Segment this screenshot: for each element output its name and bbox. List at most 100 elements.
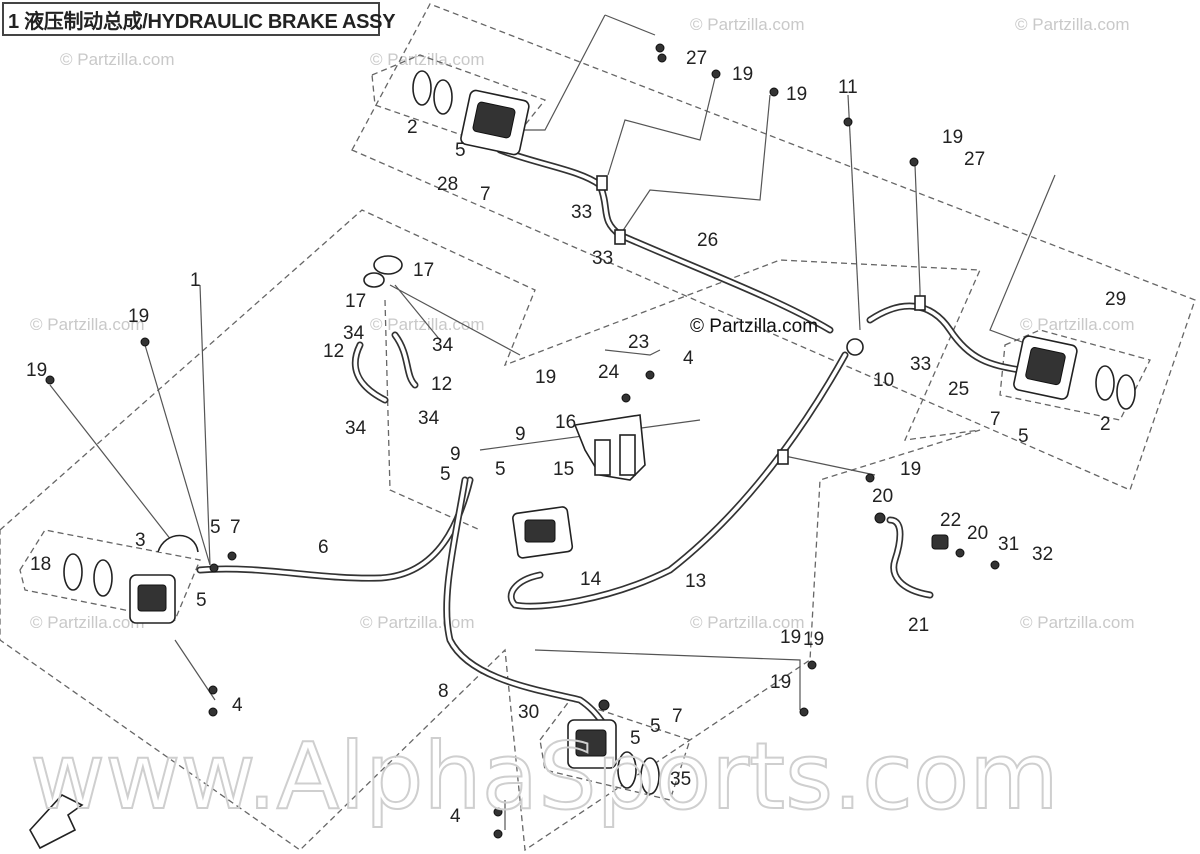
direction-arrow: [29, 794, 84, 850]
partzilla-watermarks: © Partzilla.com © Partzilla.com © Partzi…: [30, 15, 1135, 632]
callout-12: 12: [323, 341, 344, 362]
callout-19: 19: [732, 64, 753, 85]
callout-5: 5: [210, 517, 221, 538]
callout-28: 28: [437, 174, 458, 195]
callout-34: 34: [343, 323, 365, 344]
front-left-caliper-boundary: [371, 54, 547, 151]
alphasports-watermark: www.AlphaSports.com: [30, 723, 1059, 830]
callout-6: 6: [318, 537, 329, 558]
callout-34: 34: [432, 335, 454, 356]
callout-29: 29: [1105, 289, 1126, 310]
callout-27: 27: [964, 149, 985, 170]
callout-19: 19: [786, 84, 807, 105]
callout-5: 5: [196, 590, 207, 611]
callout-3: 3: [135, 530, 146, 551]
callout-2: 2: [1100, 414, 1111, 435]
callout-16: 16: [555, 412, 576, 433]
callout-30: 30: [518, 702, 539, 723]
callout-33: 33: [910, 354, 931, 375]
callout-17: 17: [345, 291, 366, 312]
assembly-boundaries: [0, 3, 1196, 852]
callout-9: 9: [450, 444, 461, 465]
callout-5: 5: [455, 140, 466, 161]
callout-7: 7: [230, 517, 241, 538]
callout-25: 25: [948, 379, 969, 400]
callout-19: 19: [780, 627, 801, 648]
callout-5: 5: [630, 728, 641, 749]
callout-18: 18: [30, 554, 51, 575]
callout-24: 24: [598, 362, 620, 383]
callout-10: 10: [873, 370, 894, 391]
callout-12: 12: [431, 374, 452, 395]
callout-19: 19: [535, 367, 556, 388]
master-cylinder: [512, 506, 574, 559]
watermark-text: © Partzilla.com: [690, 15, 805, 34]
callout-35: 35: [670, 769, 691, 790]
callout-7: 7: [672, 706, 683, 727]
rear-right-caliper-boundary: [539, 699, 691, 801]
watermark-text: © Partzilla.com: [1020, 613, 1135, 632]
callout-7: 7: [990, 409, 1001, 430]
partzilla-center-watermark: © Partzilla.com: [690, 316, 818, 337]
callout-34: 34: [345, 418, 367, 439]
callout-19: 19: [942, 127, 963, 148]
rear-left-caliper: [63, 534, 199, 624]
brake-pedal: [886, 516, 949, 599]
callout-4: 4: [232, 695, 243, 716]
callout-5: 5: [1018, 426, 1029, 447]
reservoir-boundary: [384, 299, 481, 531]
callout-27: 27: [686, 48, 707, 69]
front-brake-boundary: [351, 3, 1196, 491]
callout-17: 17: [413, 260, 434, 281]
callout-14: 14: [580, 569, 602, 590]
callout-5: 5: [650, 716, 661, 737]
main-brake-boundary: [0, 209, 981, 852]
front-right-caliper: [1013, 335, 1136, 410]
callout-19: 19: [26, 360, 47, 381]
diagram-title: 1 液压制动总成/HYDRAULIC BRAKE ASSY: [2, 2, 396, 36]
callout-8: 8: [438, 681, 449, 702]
callout-11: 11: [838, 77, 858, 98]
callout-20: 20: [967, 523, 988, 544]
callout-23: 23: [628, 332, 649, 353]
callout-13: 13: [685, 571, 706, 592]
front-left-caliper: [412, 70, 530, 156]
callout-21: 21: [908, 615, 929, 636]
fluid-reservoir: [363, 255, 403, 288]
brake-line-clips: [596, 175, 926, 465]
hose-13: [507, 351, 849, 610]
watermark-text: © Partzilla.com: [30, 315, 145, 334]
mounting-bracket: [573, 414, 646, 481]
callout-labels: 27 19 19 11 2 5 28 7 33 33 26 19 27 29 1…: [26, 48, 1126, 827]
callout-15: 15: [553, 459, 574, 480]
callout-19: 19: [128, 306, 149, 327]
callout-31: 31: [998, 534, 1019, 555]
bolts: [45, 43, 1000, 839]
callout-32: 32: [1032, 544, 1053, 565]
callout-26: 26: [697, 230, 718, 251]
hose-25: [866, 302, 1024, 374]
callout-20: 20: [872, 486, 893, 507]
callout-19: 19: [803, 629, 824, 650]
leader-lines: [49, 14, 1056, 830]
callout-33: 33: [571, 202, 592, 223]
callout-1: 1: [190, 270, 201, 291]
watermark-text: © Partzilla.com: [60, 50, 175, 69]
callout-9: 9: [515, 424, 526, 445]
callout-5: 5: [440, 464, 451, 485]
callout-19: 19: [770, 672, 791, 693]
callout-4: 4: [683, 348, 694, 369]
callout-22: 22: [940, 510, 961, 531]
brake-hoses: [196, 146, 1024, 729]
watermark-text: © Partzilla.com: [360, 613, 475, 632]
callout-7: 7: [480, 184, 491, 205]
watermark-text: © Partzilla.com: [30, 613, 145, 632]
rear-right-caliper: [567, 719, 660, 795]
callout-19: 19: [900, 459, 921, 480]
watermark-text: © Partzilla.com: [1015, 15, 1130, 34]
callout-5: 5: [495, 459, 506, 480]
watermark-text: © Partzilla.com: [1020, 315, 1135, 334]
watermark-text: © Partzilla.com: [690, 613, 805, 632]
callout-4: 4: [450, 806, 461, 827]
